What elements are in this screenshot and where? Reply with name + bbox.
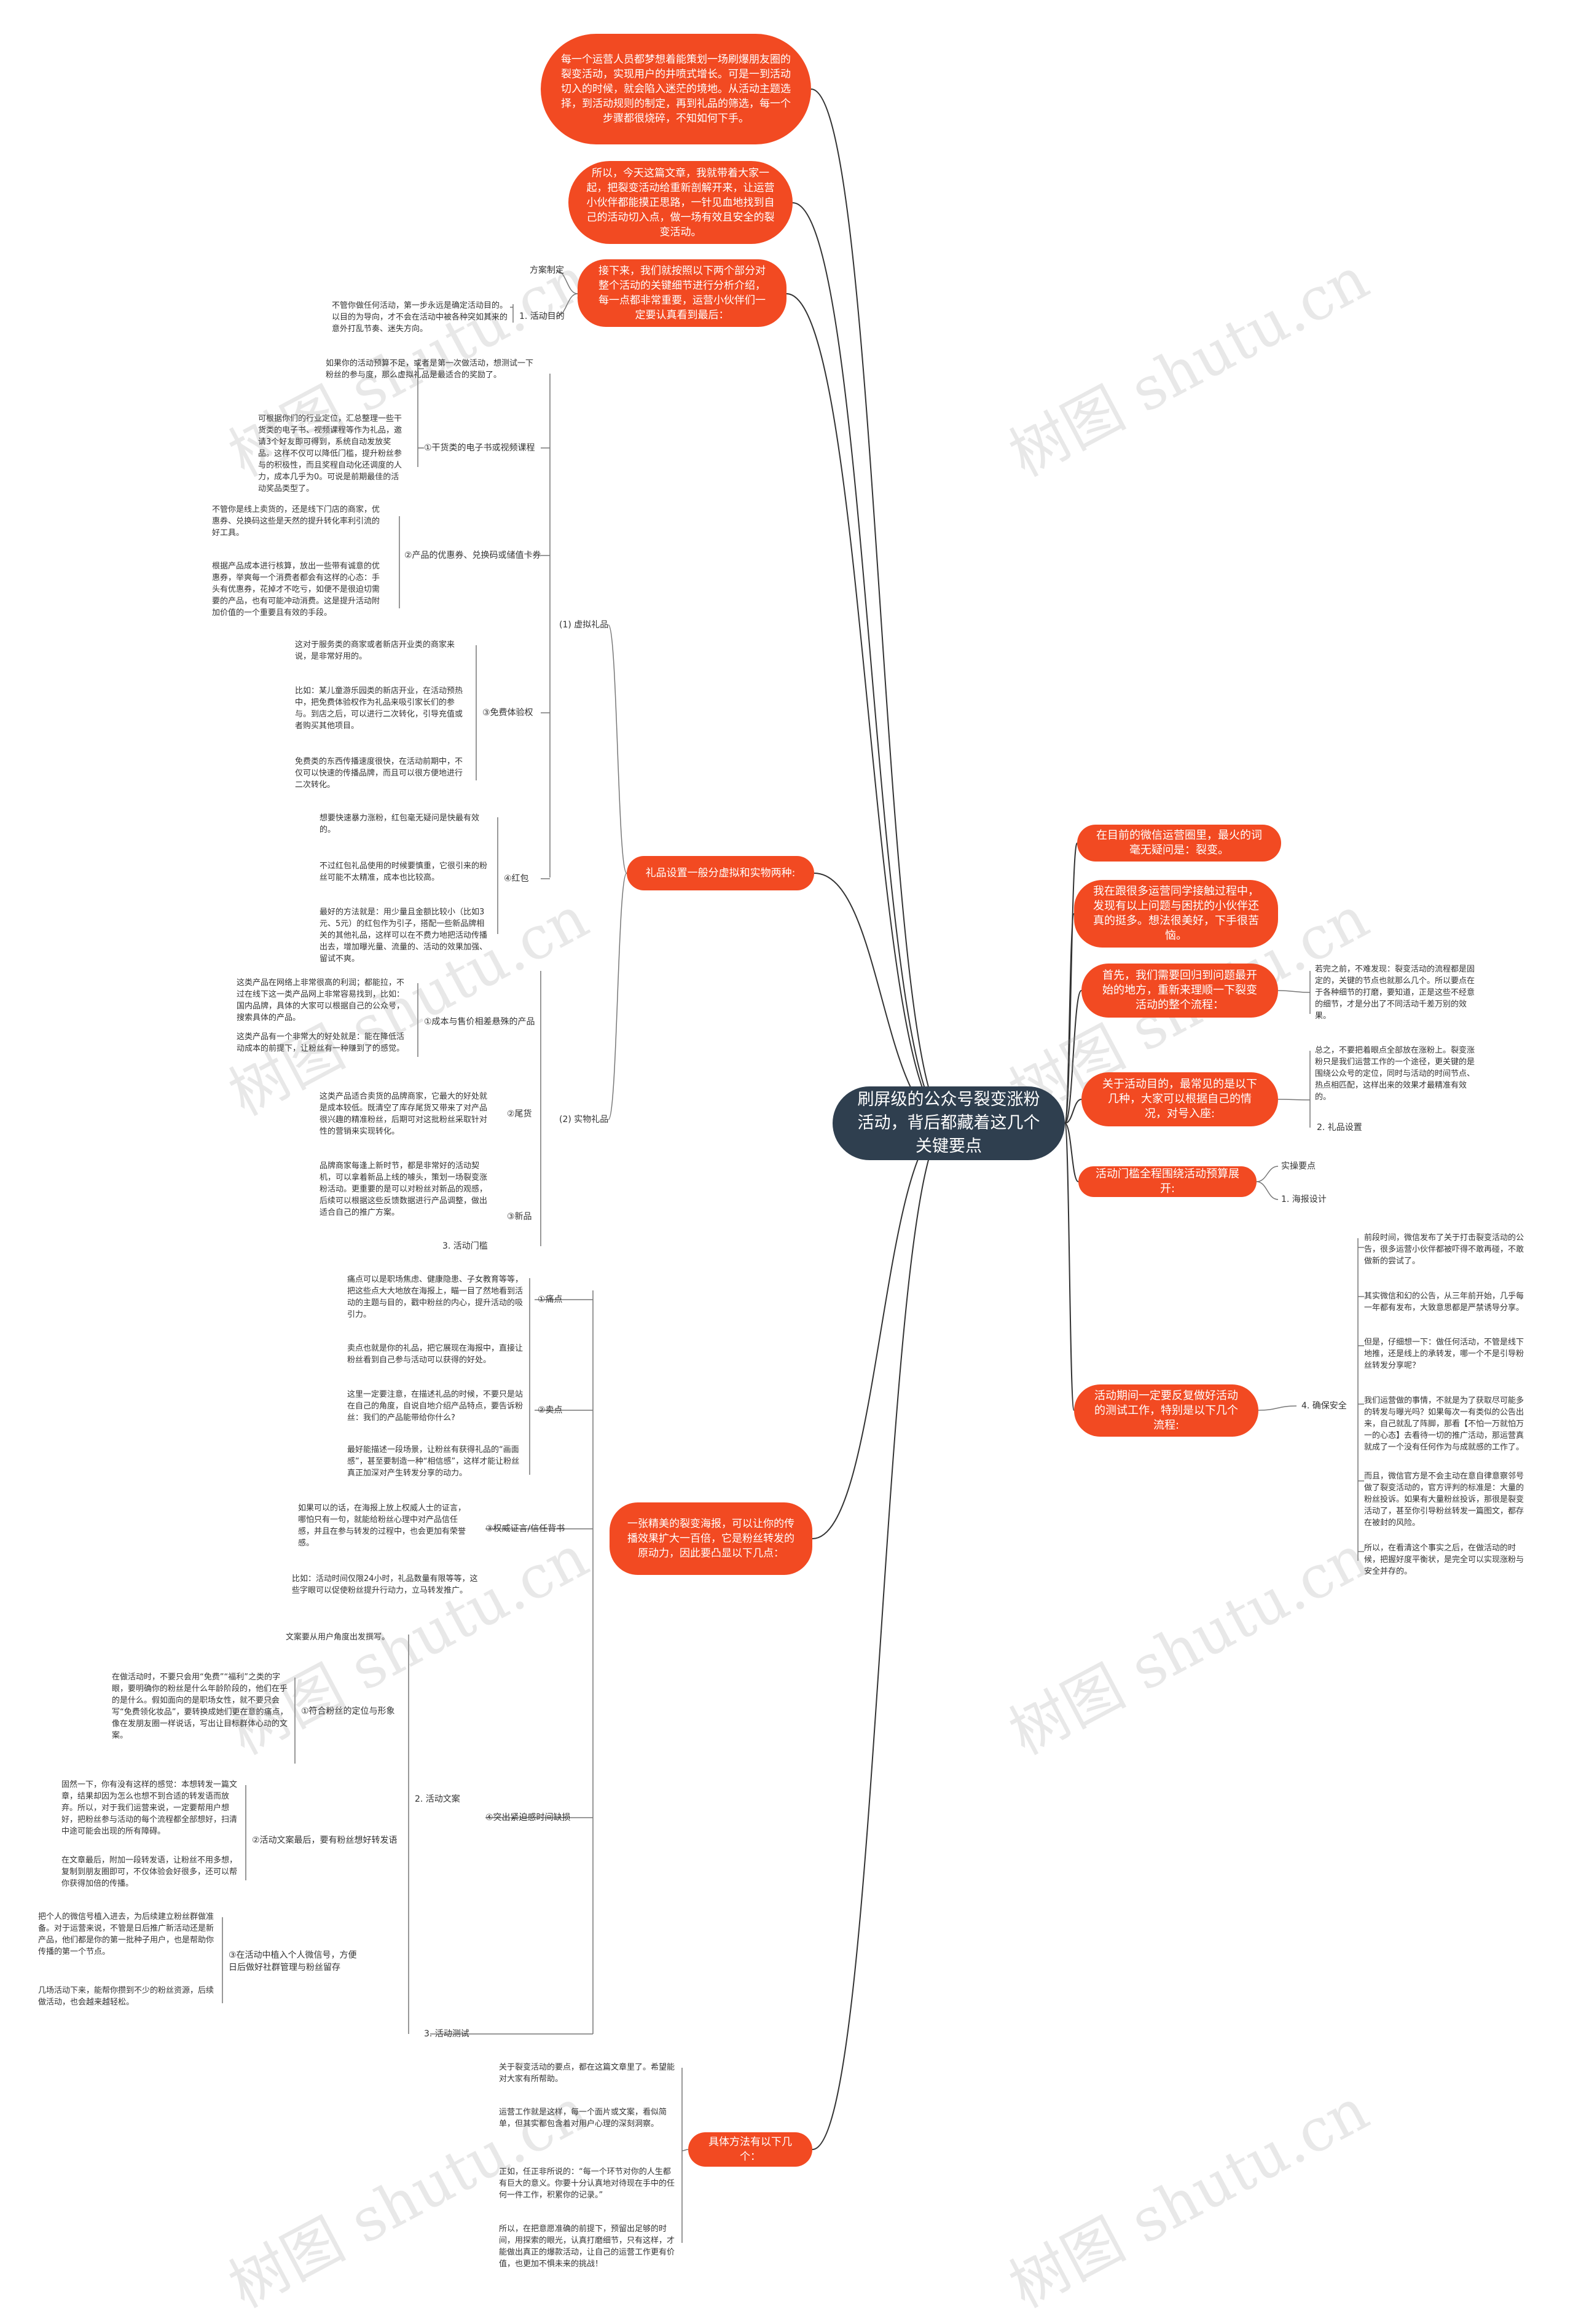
- node-poster[interactable]: 一张精美的裂变海报，可以让你的传播效果扩大一百倍，它是粉丝转发的原动力，因此要凸…: [610, 1502, 812, 1575]
- connector-line: [1256, 1166, 1279, 1182]
- text-r3: 若完之前，不难发现：裂变活动的流程都是固定的，关键的节点也就那么几个。所以要点在…: [1315, 965, 1475, 1021]
- node-r4[interactable]: 关于活动目的，最常见的是以下几种，大家可以根据自己的情况，对号入座:: [1081, 1072, 1278, 1126]
- text-v2-1: 不管你是线上卖货的，还是线下门店的商家，优惠券、兑换码这些是天然的提升转化率利引…: [212, 505, 380, 538]
- text-m1: 关于裂变活动的要点，都在这篇文章里了。希望能对大家有所帮助。: [499, 2063, 675, 2084]
- node-intro1[interactable]: 每一个运营人员都梦想着能策划一场刷爆朋友圈的裂变活动，实现用户的井喷式增长。可是…: [541, 34, 811, 144]
- text-v1-1: 如果你的活动预算不足，或者是第一次做活动，想测试一下粉丝的参与度，那么虚拟礼品是…: [326, 359, 534, 380]
- connector-line: [1256, 1181, 1279, 1200]
- label-copy: 2. 活动文案: [415, 1794, 460, 1804]
- label-p3: ③新品: [507, 1212, 532, 1222]
- node-intro2[interactable]: 所以，今天这篇文章，我就带着大家一起，把裂变活动给重新剖解开来，让运营小伙伴都能…: [568, 161, 793, 244]
- text-s2-2: 在文章最后，附加一段转发语，让粉丝不用多想，复制到朋友圈即可，不仅体验会好很多，…: [61, 1856, 238, 1888]
- connector-line: [1277, 990, 1311, 993]
- label-c2: ②卖点: [538, 1405, 563, 1415]
- connector-line: [786, 293, 950, 1124]
- label-s2: ②活动文案最后，要有粉丝想好转发语: [252, 1835, 398, 1845]
- text-c2-2: 这里一定要注意，在描述礼品的时候，不要只是站在自己的角度，自说自地介绍产品特点，…: [347, 1390, 524, 1423]
- connector-line: [810, 88, 950, 1124]
- text-s3-1: 把个人的微信号植入进去，为后续建立粉丝群做准备。对于运营来说，不管是日后推广新活…: [38, 1912, 214, 1957]
- label-c3: ③权威证言/信任背书: [485, 1524, 565, 1534]
- connector-line: [555, 293, 578, 317]
- text-r6-3: 但是，仔细想一下：做任何活动，不管是线下地推，还是线上的承转发，哪一个不是引导粉…: [1364, 1338, 1524, 1370]
- node-intro3[interactable]: 接下来，我们就按照以下两个部分对整个活动的关键细节进行分析介绍，每一点都非常重要…: [578, 259, 786, 327]
- node-r2[interactable]: 我在跟很多运营同学接触过程中，发现有以上问题与困扰的小伙伴还真的挺多。想法很美好…: [1074, 880, 1278, 948]
- label-r5-b: 1. 海报设计: [1281, 1195, 1327, 1204]
- node-r6[interactable]: 活动期间一定要反复做好活动的测试工作，特别是以下几个流程:: [1074, 1384, 1258, 1437]
- label-launch: 3. 活动测试: [424, 2029, 469, 2039]
- text-v2-2: 根据产品成本进行核算，放出一些带有诚意的优惠券，举爽每一个消费者都会有这样的心态…: [212, 562, 380, 618]
- label-v1: ①干货类的电子书或视频课程: [424, 443, 535, 453]
- label-r5-a: 实操要点: [1281, 1161, 1316, 1171]
- label-v4: ④红包: [504, 874, 529, 884]
- connector-line: [1064, 1099, 1082, 1124]
- label-s3: ③在活动中植入个人微信号，方便日后做好社群管理与粉丝留存: [229, 1950, 357, 1973]
- label-mudi: 1. 活动目的: [519, 312, 565, 321]
- text-r6-4: 我们运营做的事情，不就是为了获取尽可能多的转发与曝光吗？如果每次一有类似的公告出…: [1364, 1396, 1524, 1452]
- text-mudi: 不管你做任何活动，第一步永远是确定活动目的。以目的为导向，才不会在活动中被各种突…: [332, 301, 508, 334]
- label-v3: ③免费体验权: [482, 708, 533, 718]
- label-s1: ①符合粉丝的定位与形象: [301, 1706, 395, 1716]
- label-v2: ②产品的优惠券、兑换码或储值卡券: [404, 551, 541, 560]
- connector-line: [555, 270, 578, 294]
- text-m2: 运营工作就是这样，每一个面片或文案，看似简单，但其实都包含着对用户心理的深刻洞察…: [499, 2108, 667, 2129]
- text-r6-6: 所以，在看清这个事实之后，在做活动的时候，把握好度平衡状，是完全可以实现涨粉与安…: [1364, 1544, 1524, 1576]
- connector-line: [1277, 1099, 1311, 1101]
- text-r6-1: 前段时间，微信发布了关于打击裂变活动的公告，很多运营小伙伴都被吓得不敢再碰，不敢…: [1364, 1233, 1524, 1266]
- text-m4: 所以，在把意愿准确的前提下，预留出足够的时间，用探索的眼光，认真打磨细节，只有这…: [499, 2224, 675, 2269]
- label-physical: (2) 实物礼品: [559, 1115, 609, 1125]
- text-v3-1: 这对于服务类的商家或者新店开业类的商家来说，是非常好用的。: [295, 640, 455, 661]
- text-v3-2: 比如：某儿童游乐园类的新店开业，在活动预热中，把免费体验权作为礼品来吸引家长们的…: [295, 686, 463, 731]
- text-p2-1: 这类产品适合卖货的品牌商家，它最大的好处就是成本较低。既清空了库存尾货又带来了对…: [320, 1092, 488, 1136]
- text-p1-1: 这类产品在网络上非常很高的利润；都能拉，不过在线下这一类产品网上非常容易找到，比…: [237, 978, 405, 1023]
- text-c4: 比如：活动时间仅限24小时，礼品数量有限等等，这些字眼可以促使粉丝提升行动力，立…: [292, 1574, 478, 1595]
- label-r6-sub: 4. 确保安全: [1301, 1401, 1347, 1411]
- node-r5[interactable]: 活动门槛全程围绕活动预算展开:: [1078, 1166, 1257, 1197]
- text-s3-2: 几场活动下来，能帮你攒到不少的粉丝资源，后续做活动，也会越来越轻松。: [38, 1986, 214, 2007]
- connector-line: [1064, 990, 1082, 1124]
- label-virtual: (1) 虚拟礼品: [559, 620, 609, 630]
- text-c3: 如果可以的话，在海报上放上权威人士的证言，哪怕只有一句，就能给粉丝心理中对产品信…: [298, 1504, 466, 1548]
- text-r6-5: 而且，微信官方是不会主动在意自律意察邻号做了裂变活动的，官方评判的标准是：大量的…: [1364, 1472, 1524, 1528]
- label-p2: ②尾货: [507, 1109, 532, 1119]
- text-p3-1: 品牌商家每逢上新时节，都是非常好的活动契机，可以拿着新品上线的噱头，策划一场裂变…: [320, 1161, 488, 1217]
- connector-line: [792, 202, 950, 1124]
- text-v4-1: 想要快速暴力涨粉，红包毫无疑问是快最有效的。: [320, 814, 480, 834]
- text-m3: 正如，任正非所说的：“每一个环节对你的人生都有巨大的意义。你要十分认真地对待现在…: [499, 2167, 675, 2200]
- text-c2-3: 最好能描述一段场景，让粉丝有获得礼品的“画面感”，甚至要制造一种“相信感”，这样…: [347, 1445, 520, 1478]
- text-v4-2: 不过红包礼品使用的时候要慎重，它很引来的粉丝可能不太精准，成本也比较高。: [320, 862, 488, 882]
- node-r3[interactable]: 首先，我们需要回归到问题最开始的地方，重新来理顺一下裂变活动的整个流程：: [1081, 964, 1278, 1018]
- connector-line: [812, 1123, 950, 1539]
- label-r4-sub: 2. 礼品设置: [1317, 1123, 1362, 1133]
- connector-line: [1064, 1123, 1075, 1411]
- root-topic[interactable]: 刷屏级的公众号裂变涨粉活动，背后都藏着这几个关键要点: [833, 1086, 1065, 1160]
- label-c4: ④突出紧迫感时间缺损: [485, 1813, 571, 1823]
- label-p1: ①成本与售价相差悬殊的产品: [424, 1017, 535, 1027]
- connector-line: [1064, 1123, 1079, 1182]
- connector-line: [608, 624, 627, 874]
- text-v3-3: 免费类的东西传播速度很快，在活动前期中，不仅可以快速的传播品牌，而且可以很方便地…: [295, 757, 463, 790]
- text-v4-3: 最好的方法就是：用少量且金额比较小（比如3元、5元）的红包作为引子，搭配一些新品…: [320, 908, 488, 964]
- node-gifts[interactable]: 礼品设置一般分虚拟和实物两种:: [627, 856, 814, 890]
- text-copy-0: 文案要从用户角度出发撰写。: [286, 1633, 390, 1642]
- node-methods[interactable]: 具体方法有以下几个：: [688, 2132, 812, 2167]
- connector-line: [681, 2149, 689, 2151]
- label-c1: ①痛点: [538, 1295, 563, 1305]
- text-p1-2: 这类产品有一个非常大的好处就是：能在降低活动成本的前提下，让粉丝有一种赚到了的感…: [237, 1032, 405, 1053]
- text-s2-1: 固然一下，你有没有这样的感觉：本想转发一篇文章，结果却因为怎么也想不到合适的转发…: [61, 1780, 238, 1836]
- label-fangan: 方案制定: [530, 265, 564, 275]
- connector-line: [1258, 1405, 1297, 1411]
- text-r6-2: 其实微信和幻的公告，从三年前开始，几乎每一年都有发布，大致意思都是严禁诱导分享。: [1364, 1292, 1524, 1313]
- text-s1: 在做活动时，不要只会用“免费”“福利”之类的字眼，要明确你的粉丝是什么年龄阶段的…: [112, 1673, 288, 1740]
- node-r1[interactable]: 在目前的微信运营圈里，最火的词毫无疑问是：裂变。: [1077, 825, 1281, 862]
- connector-line: [814, 873, 950, 1124]
- connector-line: [1064, 913, 1075, 1124]
- connector-line: [608, 873, 627, 1120]
- text-v1-2: 可根据你们的行业定位，汇总整理一些干货类的电子书、视频课程等作为礼品，邀请3个好…: [258, 414, 402, 493]
- text-c1: 痛点可以是职场焦虑、健康隐患、子女教育等等，把这些点大大地放在海报上，瞄一目了然…: [347, 1275, 524, 1319]
- connector-line: [812, 1123, 950, 2150]
- label-p4: 3. 活动门槛: [442, 1241, 488, 1251]
- text-c2-1: 卖点也就是你的礼品，把它展现在海报中，直接让粉丝看到自己参与活动可以获得的好处。: [347, 1344, 524, 1365]
- text-r4: 总之，不要把着眼点全部放在涨粉上。裂变涨粉只是我们运营工作的一个途径，更关键的是…: [1315, 1046, 1475, 1102]
